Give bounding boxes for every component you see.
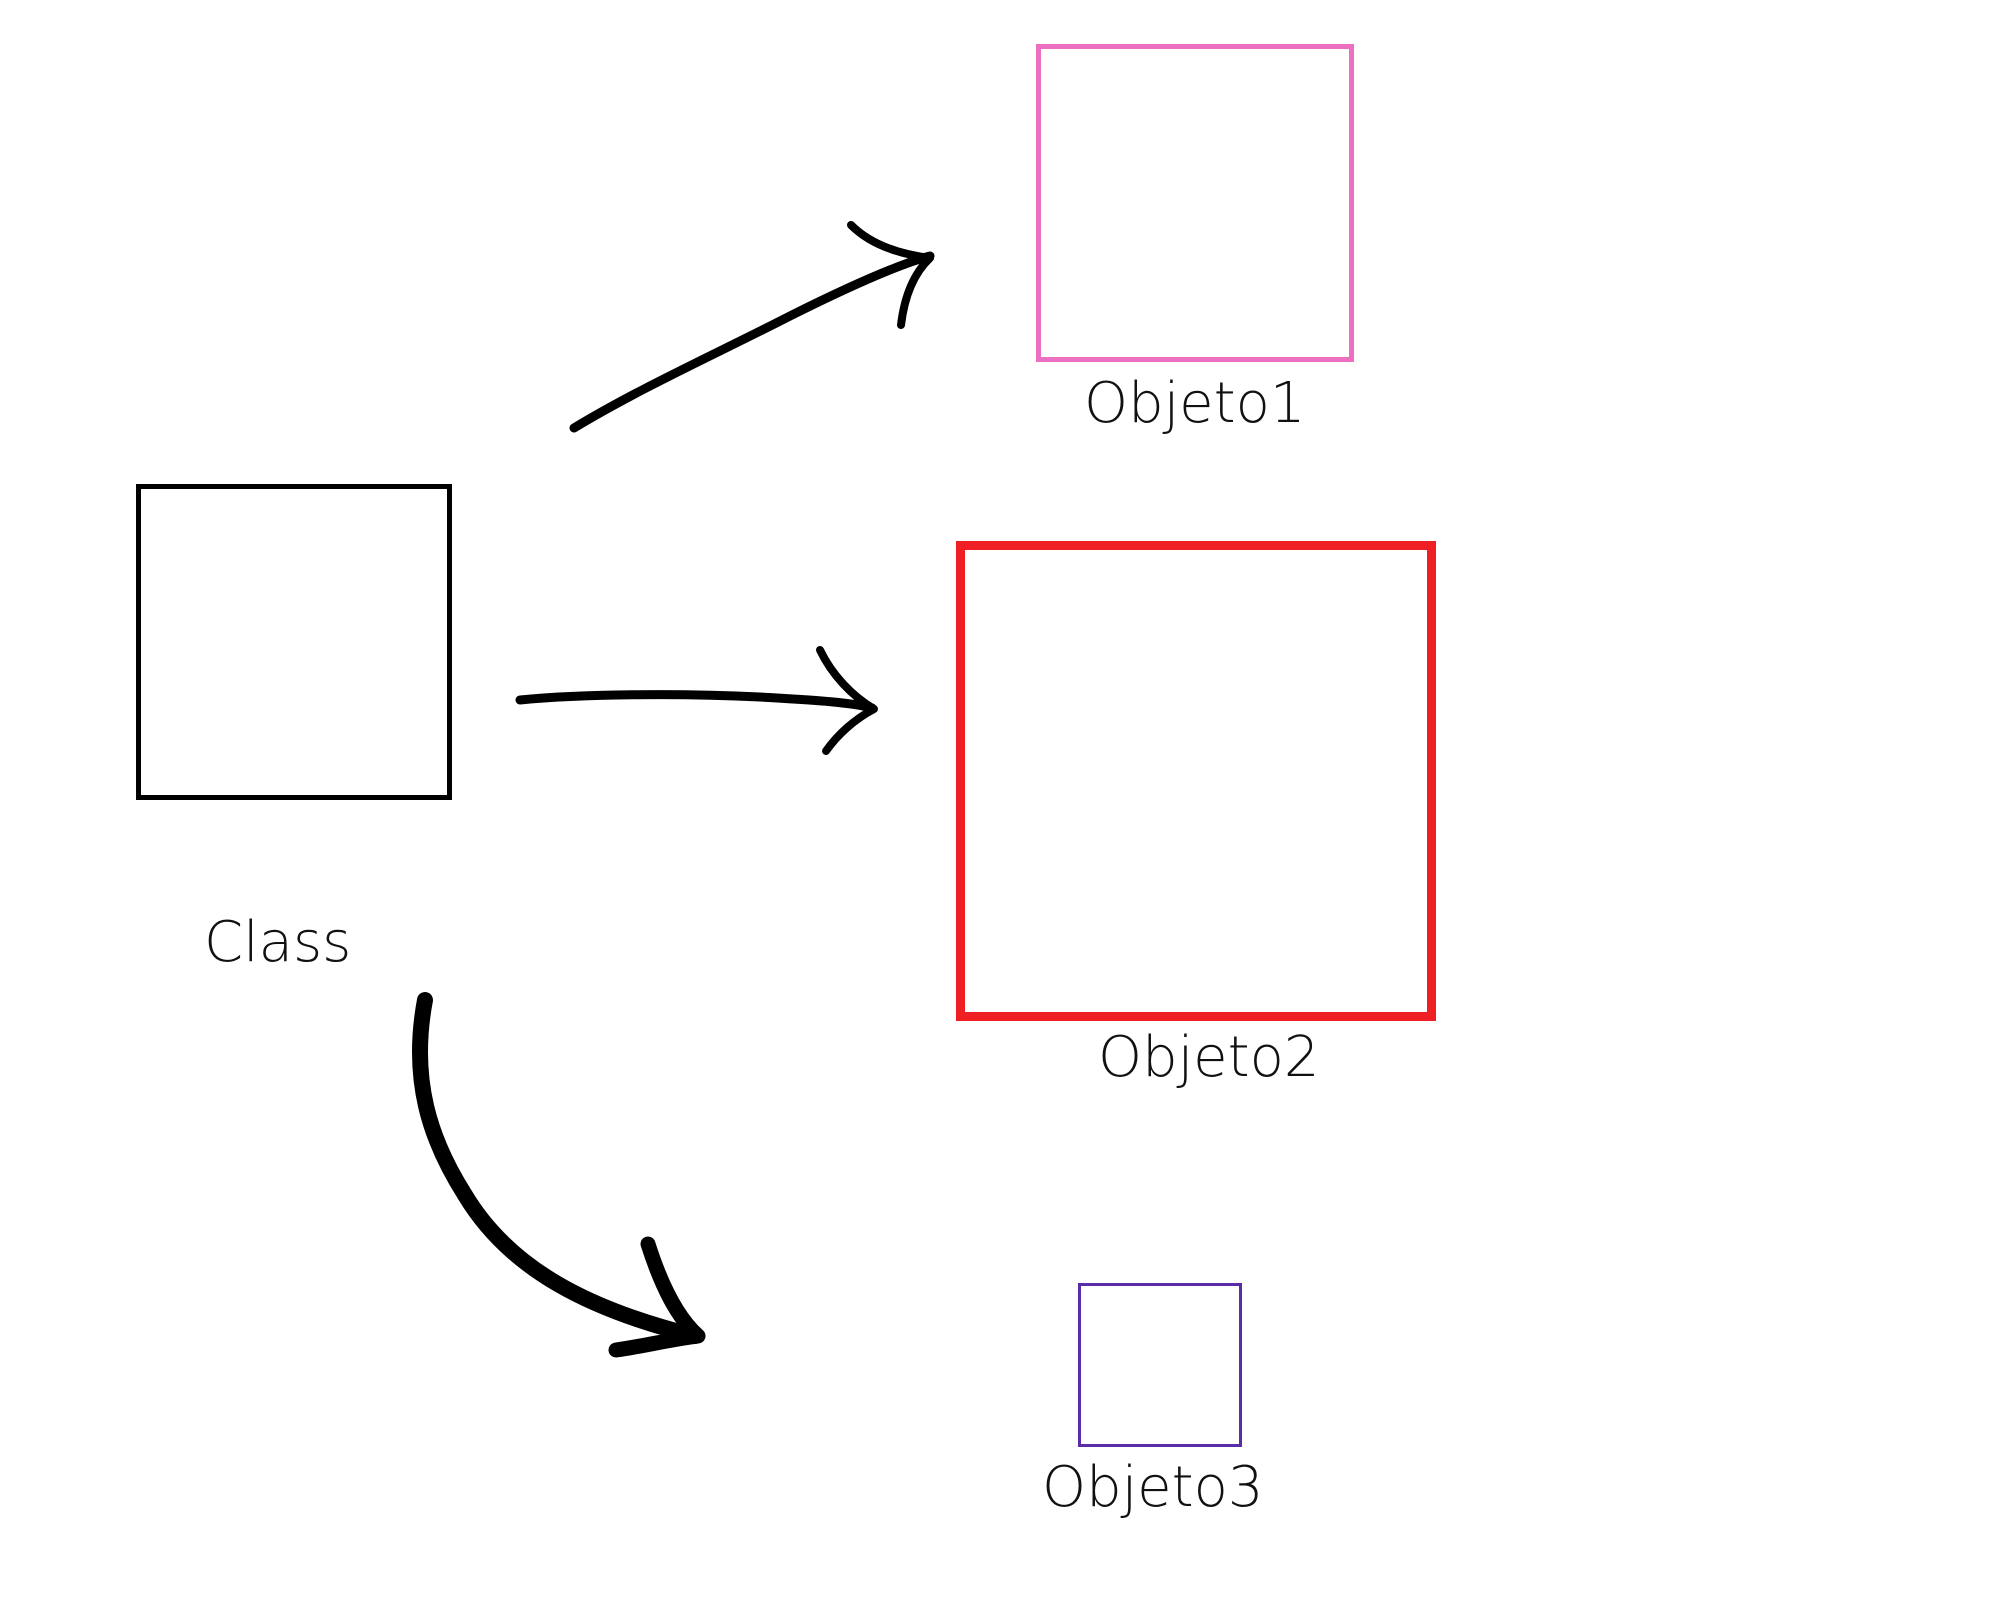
objeto3-label: Objeto3 bbox=[1042, 1455, 1264, 1520]
objeto1-label: Objeto1 bbox=[1084, 371, 1306, 436]
objeto2-label: Objeto2 bbox=[1098, 1025, 1320, 1090]
objeto3-box bbox=[1078, 1283, 1242, 1447]
arrow-to-objeto3 bbox=[412, 992, 706, 1358]
arrow-to-objeto1 bbox=[569, 221, 935, 433]
arrow-to-objeto2 bbox=[515, 646, 878, 755]
class-box bbox=[136, 484, 452, 800]
objeto2-box bbox=[956, 541, 1436, 1021]
objeto1-box bbox=[1036, 44, 1354, 362]
class-label: Class bbox=[204, 910, 352, 975]
